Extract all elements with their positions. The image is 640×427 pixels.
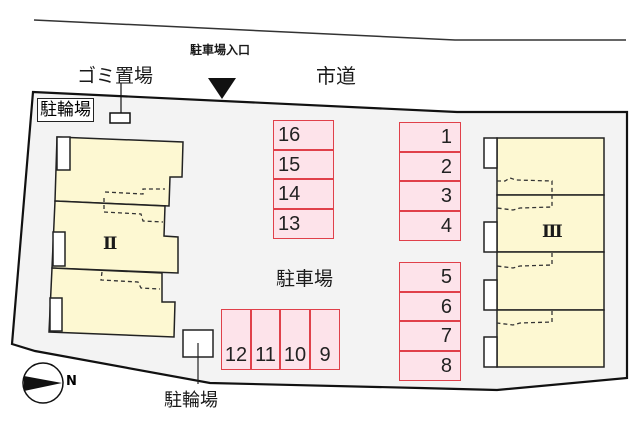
parking-slot-12[interactable]: 12 <box>221 309 251 370</box>
parking-slot-5[interactable]: 5 <box>399 262 461 292</box>
parking-slot-1[interactable]: 1 <box>399 122 461 152</box>
parking-slot-4[interactable]: 4 <box>399 211 461 241</box>
parking-slot-14[interactable]: 14 <box>273 179 334 209</box>
entrance-arrow-icon <box>208 78 236 99</box>
parking-slot-13[interactable]: 13 <box>273 209 334 239</box>
garbage-station-box <box>109 112 131 124</box>
building-III-balconies <box>483 137 498 368</box>
bicycle-parking-top-label: 駐輪場 <box>37 98 94 122</box>
entrance-label: 駐車場入口 <box>190 43 251 57</box>
building-II-dashed-lines <box>100 188 165 290</box>
garbage-station-label: ゴミ置場 <box>77 65 154 87</box>
parking-slot-10[interactable]: 10 <box>280 309 310 370</box>
parking-slot-7[interactable]: 7 <box>399 321 461 351</box>
building-III <box>496 137 605 368</box>
parking-slot-11[interactable]: 11 <box>251 309 280 370</box>
parking-slot-2[interactable]: 2 <box>399 152 461 181</box>
bicycle-parking-bottom-label: 駐輪場 <box>164 390 218 411</box>
parking-slot-8[interactable]: 8 <box>399 351 461 381</box>
road-label: 市道 <box>316 64 356 88</box>
compass-label: N <box>66 374 77 389</box>
compass-north-icon <box>22 362 64 404</box>
road-edge-line <box>33 19 626 41</box>
parking-slot-16[interactable]: 16 <box>273 120 334 150</box>
parking-slot-3[interactable]: 3 <box>399 181 461 211</box>
parking-slot-6[interactable]: 6 <box>399 292 461 321</box>
parking-slot-15[interactable]: 15 <box>273 150 334 179</box>
building-III-label: Ⅲ <box>542 222 563 242</box>
building-II-balconies <box>49 136 71 332</box>
building-II-label: Ⅱ <box>103 234 118 254</box>
building-III-dashed-lines <box>496 177 553 326</box>
parking-lot-label: 駐車場 <box>276 268 334 290</box>
parking-slot-9[interactable]: 9 <box>310 309 340 370</box>
